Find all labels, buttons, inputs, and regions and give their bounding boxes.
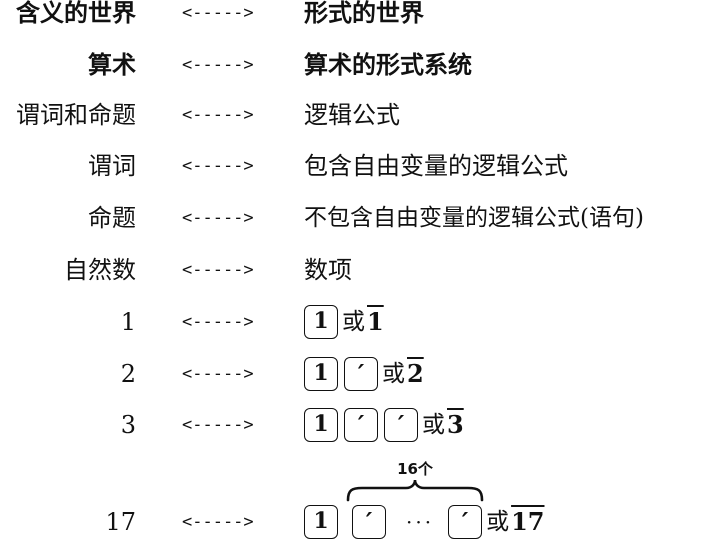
ellipsis: ···	[406, 510, 435, 534]
successor-tile: ′	[352, 505, 386, 539]
double-arrow: <----->	[182, 156, 254, 176]
right-term: 逻辑公式	[304, 101, 400, 129]
double-arrow: <----->	[182, 55, 254, 75]
left-term: 含义的世界	[16, 0, 136, 27]
mapping-row: 谓词 <-----> 包含自由变量的逻辑公式	[0, 146, 720, 186]
left-number: 17	[105, 508, 136, 536]
or-word: 或	[422, 412, 445, 438]
or-word: 或	[342, 309, 365, 335]
double-arrow: <----->	[182, 512, 254, 532]
left-number: 3	[120, 411, 136, 439]
double-arrow: <----->	[182, 105, 254, 125]
left-term: 自然数	[64, 256, 136, 284]
mapping-row-numeral-17: 17 <-----> 1 ′ ··· ′ 或 17	[0, 502, 720, 542]
left-number: 1	[120, 308, 136, 336]
double-arrow: <----->	[182, 3, 254, 23]
numeral-representation: 1 ′ 或 2	[304, 354, 424, 394]
right-term: 形式的世界	[304, 0, 424, 27]
overlined-numeral: 2	[407, 359, 424, 388]
overlined-numeral: 1	[367, 307, 384, 336]
mapping-row: 自然数 <-----> 数项	[0, 250, 720, 290]
or-word: 或	[486, 509, 510, 535]
right-term: 不包含自由变量的逻辑公式(语句)	[304, 205, 644, 231]
mapping-row-numeral-3: 3 <-----> 1 ′ ′ 或 3	[0, 405, 720, 445]
double-arrow: <----->	[182, 260, 254, 280]
or-word: 或	[382, 361, 405, 387]
left-term: 谓词和命题	[16, 101, 136, 129]
mapping-row: 算术 <-----> 算术的形式系统	[0, 45, 720, 85]
curly-brace-icon	[346, 479, 484, 502]
mapping-row-numeral-1: 1 <-----> 1 或 1	[0, 302, 720, 342]
numeral-representation: 1 ′ ′ 或 3	[304, 405, 464, 445]
left-term: 命题	[88, 204, 136, 232]
successor-tile: ′	[344, 408, 378, 442]
left-number: 2	[120, 360, 136, 388]
mapping-row: 含义的世界 <-----> 形式的世界	[0, 0, 720, 33]
one-tile: 1	[304, 505, 338, 539]
double-arrow: <----->	[182, 415, 254, 435]
one-tile: 1	[304, 408, 338, 442]
overlined-numeral: 17	[511, 507, 545, 536]
successor-tile: ′	[344, 357, 378, 391]
brace-label: 16个	[397, 460, 433, 478]
numeral-representation: 1 或 1	[304, 302, 384, 342]
mapping-row: 命题 <-----> 不包含自由变量的逻辑公式(语句)	[0, 198, 720, 238]
double-arrow: <----->	[182, 208, 254, 228]
right-term: 数项	[304, 256, 352, 284]
successor-tile: ′	[384, 408, 418, 442]
double-arrow: <----->	[182, 364, 254, 384]
successor-tile: ′	[448, 505, 483, 539]
mapping-row: 谓词和命题 <-----> 逻辑公式	[0, 95, 720, 135]
right-term: 包含自由变量的逻辑公式	[304, 152, 568, 180]
left-term: 谓词	[88, 152, 136, 180]
left-term: 算术	[88, 51, 136, 79]
right-term: 算术的形式系统	[304, 51, 472, 79]
mapping-row-numeral-2: 2 <-----> 1 ′ 或 2	[0, 354, 720, 394]
overlined-numeral: 3	[447, 410, 464, 439]
double-arrow: <----->	[182, 312, 254, 332]
one-tile: 1	[304, 357, 338, 391]
one-tile: 1	[304, 305, 338, 339]
numeral-representation: 1 ′ ··· ′ 或 17	[304, 502, 544, 542]
